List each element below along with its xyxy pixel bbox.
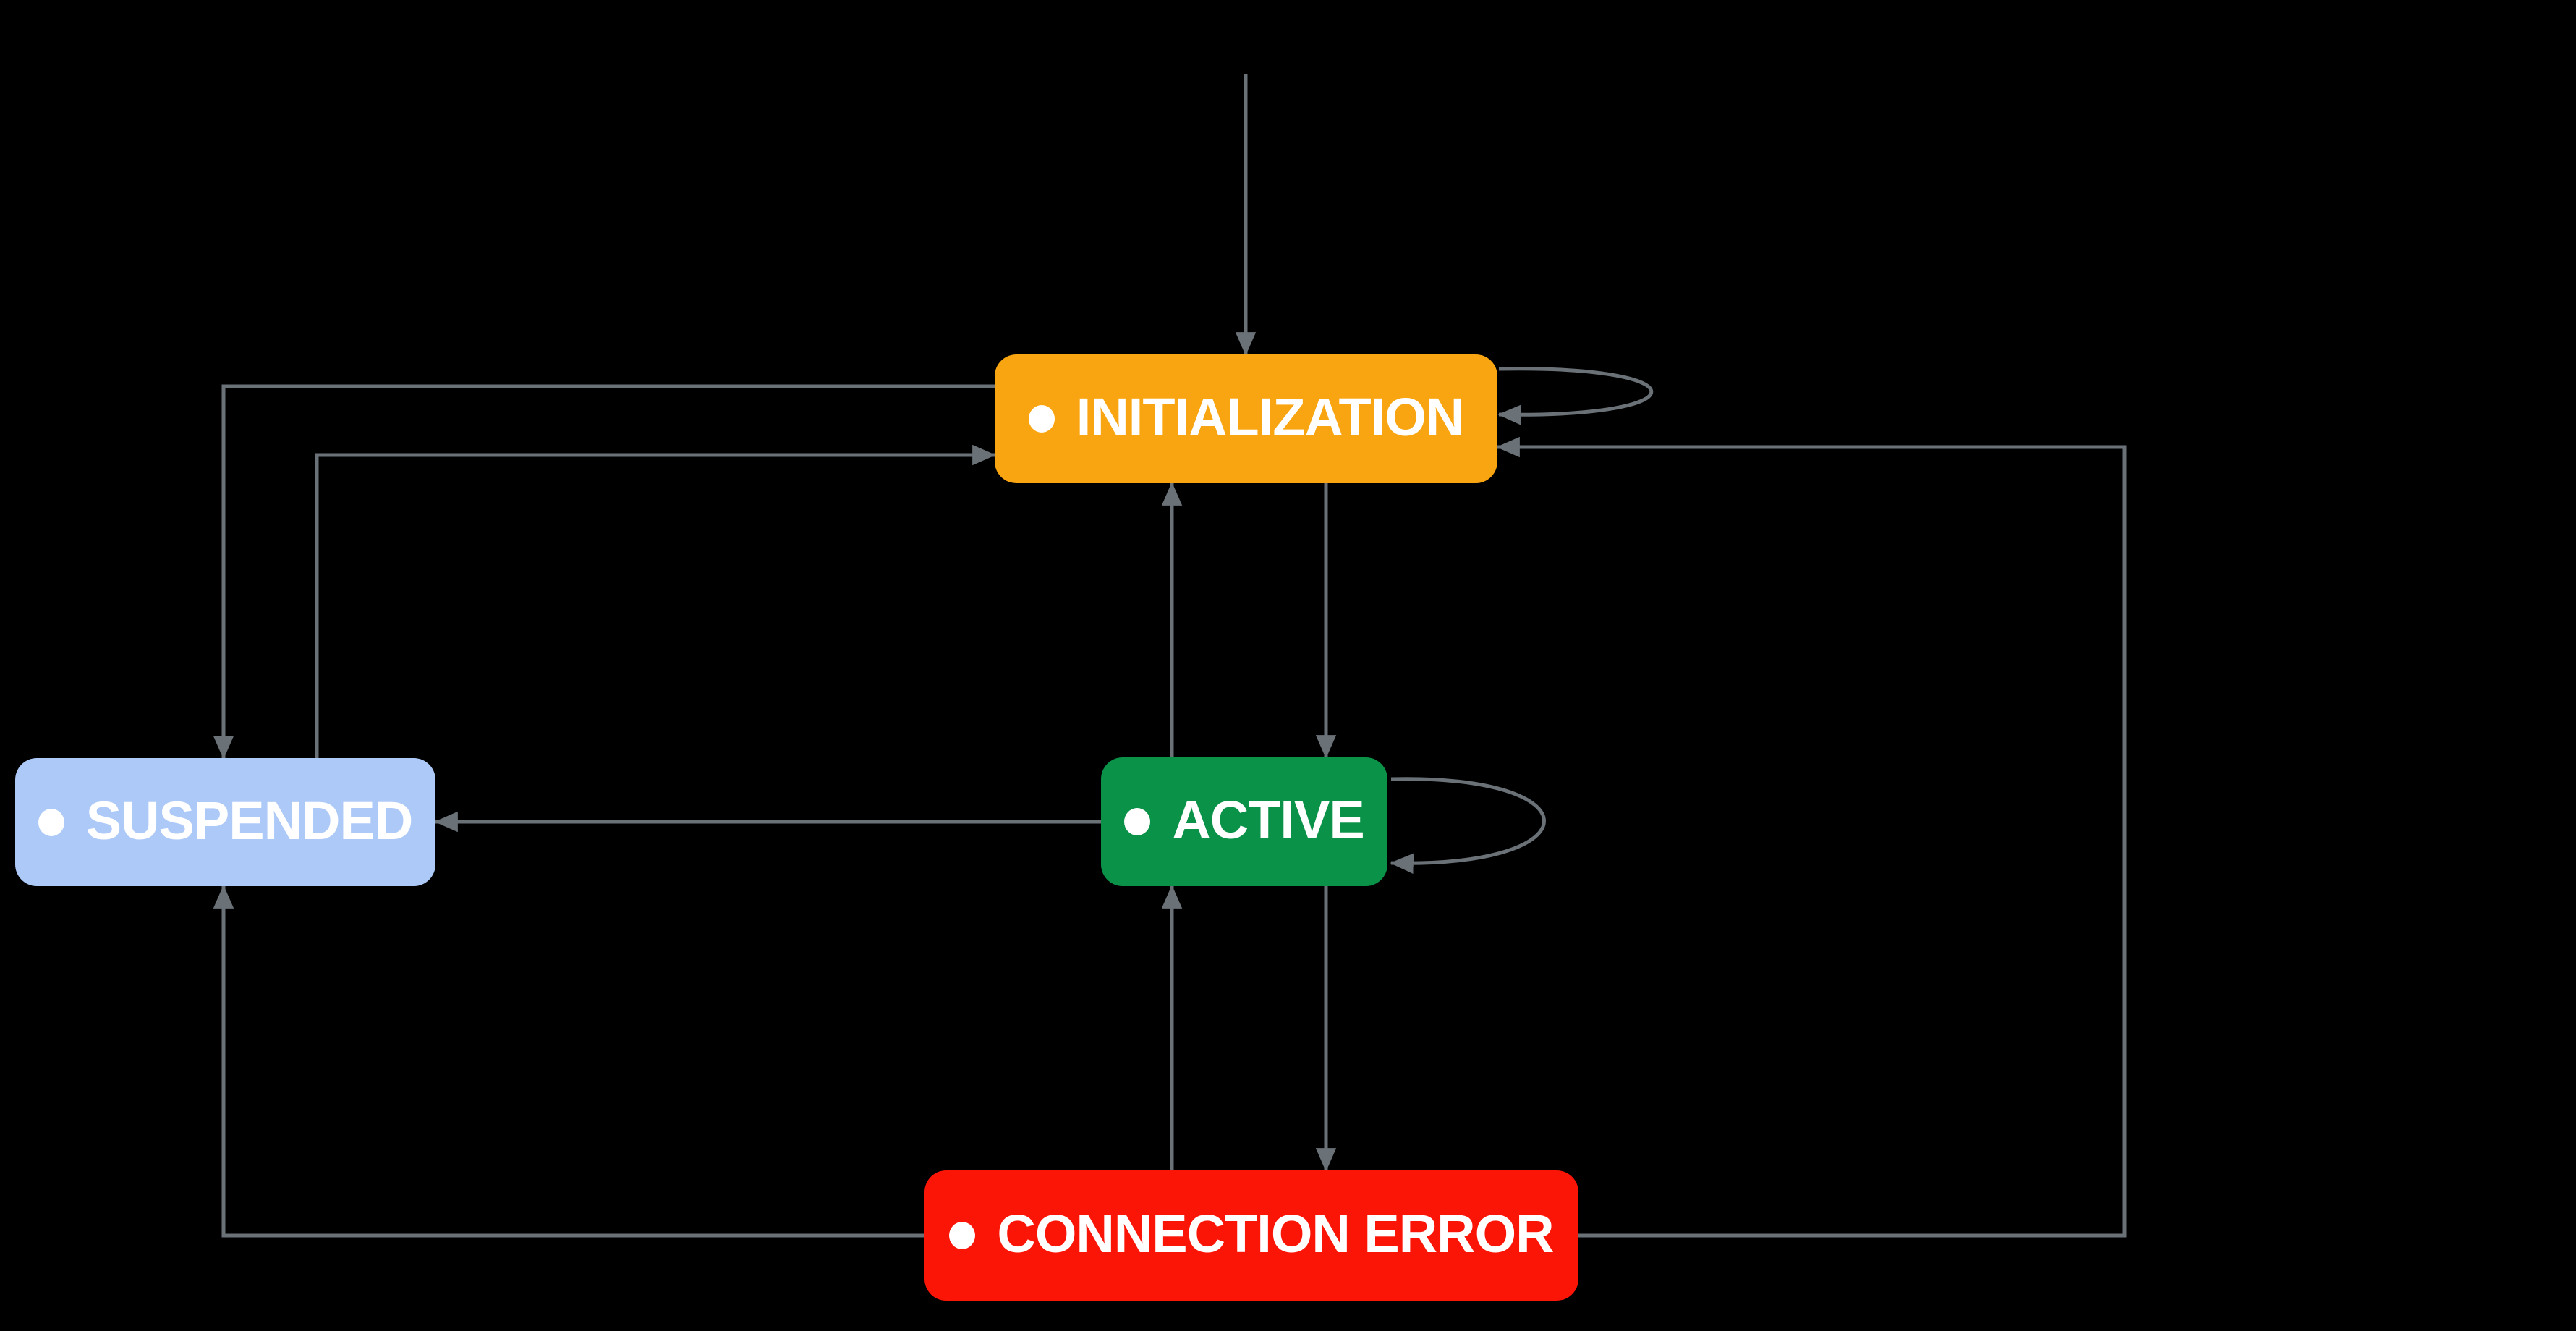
state-bullet-icon <box>1028 405 1055 433</box>
state-label-connection-error: CONNECTION ERROR <box>997 1204 1554 1264</box>
state-node-connection-error: CONNECTION ERROR <box>924 1170 1578 1301</box>
edge-suspended-to-initialization <box>315 444 996 758</box>
edge-active-self-loop <box>1390 777 1546 874</box>
state-node-suspended: SUSPENDED <box>15 758 435 886</box>
state-bullet-icon <box>1124 808 1151 835</box>
state-label-initialization: INITIALIZATION <box>1076 387 1464 447</box>
state-bullet-icon <box>949 1222 976 1249</box>
state-node-active: ACTIVE <box>1101 757 1387 886</box>
edge-initialization-to-suspended <box>213 384 995 760</box>
state-bullet-icon <box>38 808 64 836</box>
edge-connection-error-to-suspended <box>213 885 924 1238</box>
state-node-initialization: INITIALIZATION <box>995 354 1497 483</box>
state-label-suspended: SUSPENDED <box>85 790 414 851</box>
edge-initialization-self-loop <box>1497 367 1654 425</box>
state-label-active: ACTIVE <box>1172 790 1364 850</box>
edge-connection-error-to-initialization <box>1496 436 2127 1238</box>
transition-edges <box>213 74 2127 1238</box>
